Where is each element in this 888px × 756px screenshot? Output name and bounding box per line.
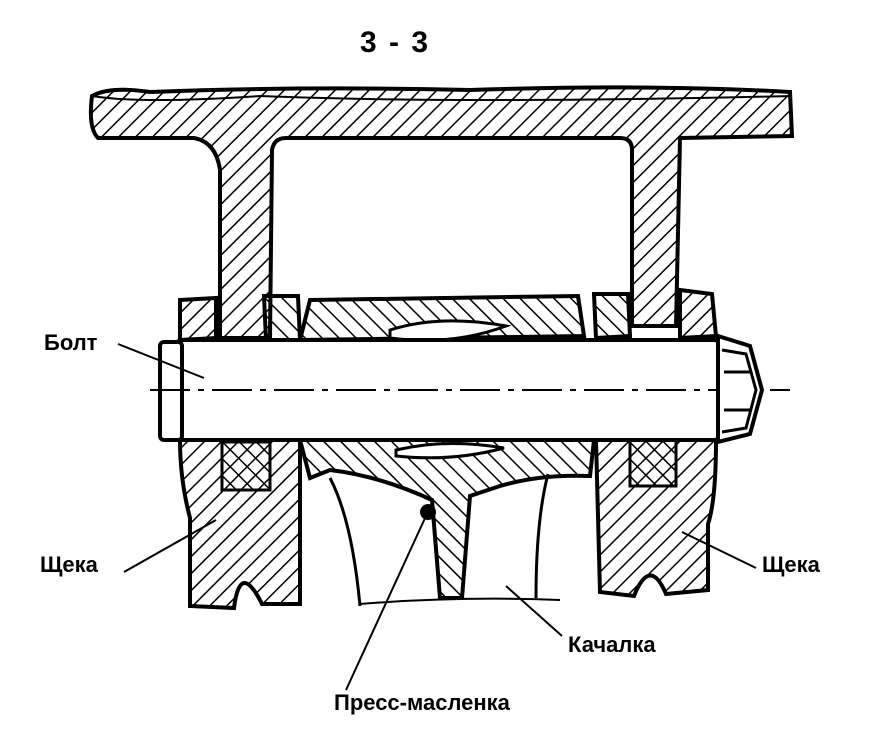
frame-beam — [88, 85, 795, 340]
label-grease-fitting: Пресс-масленка — [334, 690, 510, 715]
rocker — [297, 438, 597, 607]
section-title: 3 - 3 — [360, 26, 431, 59]
label-cheek-left: Щека — [40, 552, 98, 577]
label-cheek-right: Щека — [762, 552, 820, 577]
left-cheek — [177, 294, 303, 611]
right-cheek — [591, 287, 719, 599]
upper-sleeve — [297, 293, 587, 343]
leader-lines — [117, 343, 757, 691]
bolt — [150, 338, 790, 442]
label-rocker: Качалка — [568, 632, 656, 657]
nut — [716, 333, 765, 445]
label-bolt: Болт — [44, 330, 98, 355]
